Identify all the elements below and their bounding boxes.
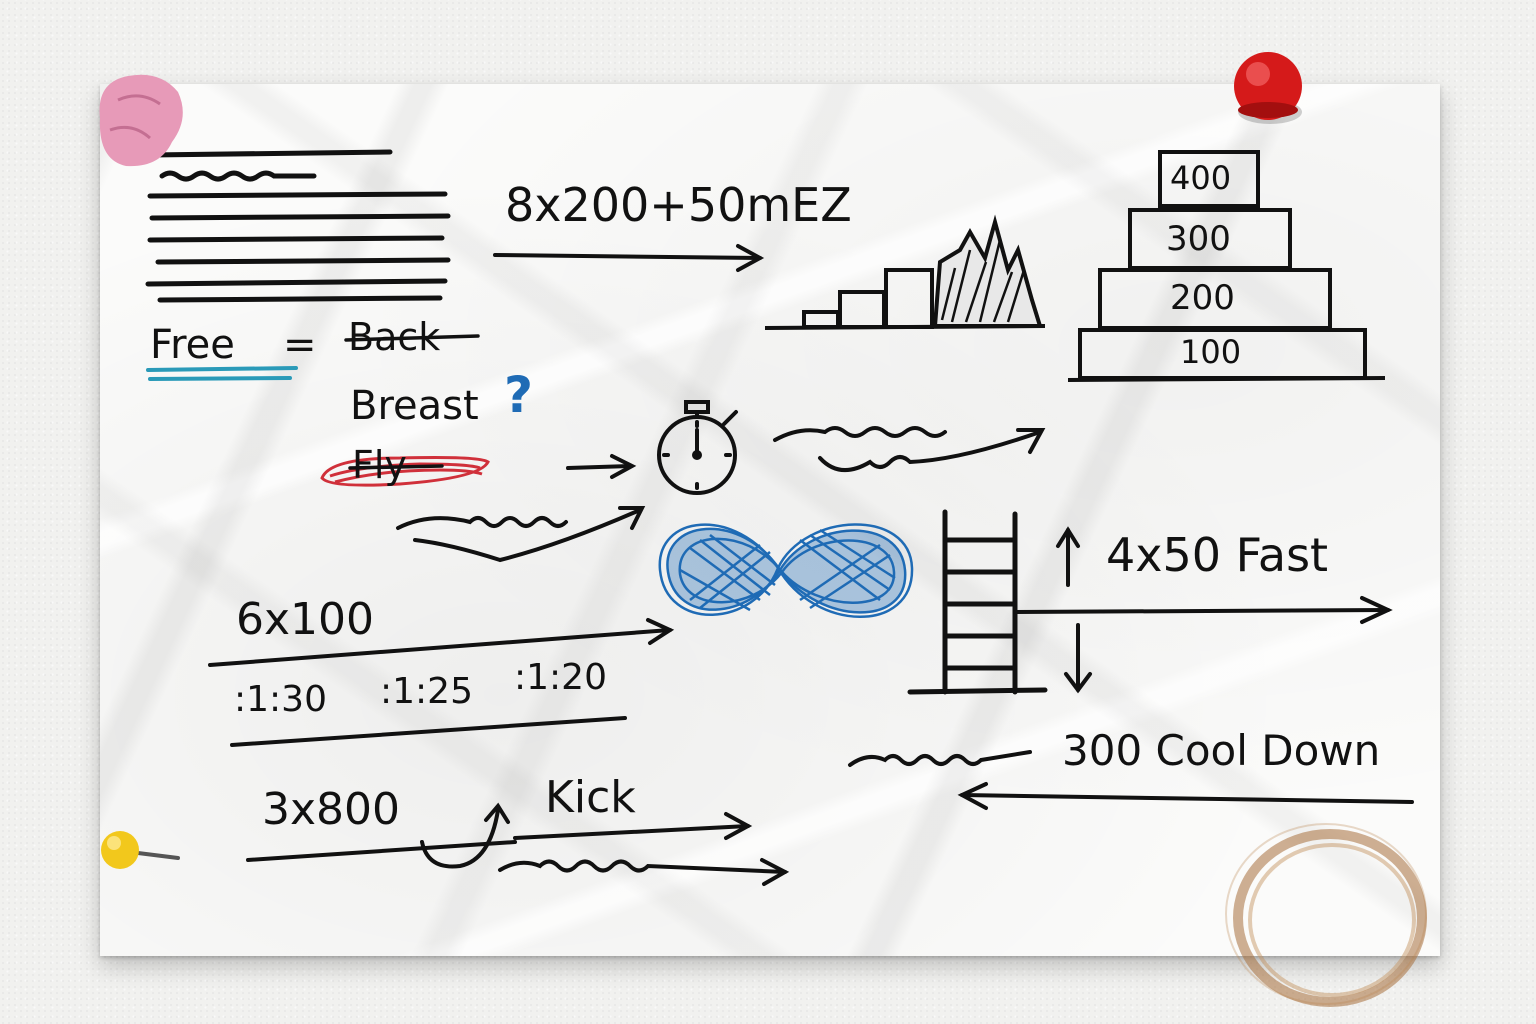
cool-down-lines: [848, 750, 1414, 810]
wavy-arrow-left: [396, 506, 646, 563]
infinity-scribble-icon: [658, 523, 914, 618]
bar-steps-icon: [764, 214, 1046, 330]
ladder-icon: [907, 509, 1048, 695]
up-down-arrows-icon: [1013, 526, 1393, 694]
kick-reps-label: 3x800: [262, 784, 401, 835]
crumpled-paper-note: [100, 84, 1440, 956]
arrow-right-icon: [493, 244, 765, 272]
stroke-back: Back: [348, 315, 441, 359]
kick-label: Kick: [545, 772, 636, 823]
stroke-breast: Breast: [350, 383, 479, 429]
fly-red-scribble: [320, 456, 490, 487]
stroke-free: Free: [150, 322, 235, 368]
pushpin-icon: [1234, 52, 1302, 124]
strike-lines: [344, 334, 480, 470]
pyramid-level-200: 200: [1170, 278, 1235, 318]
scribbled-text-lines: [145, 149, 451, 303]
pyramid-diagram: [1067, 150, 1386, 382]
equals-sign: =: [283, 322, 317, 368]
arrow-to-stopwatch: [566, 454, 637, 479]
interval-1-25: :1:25: [380, 671, 473, 712]
main-set-label: 8x200+50mEZ: [505, 178, 852, 232]
set-6x100: 6x100: [236, 594, 375, 645]
fast-set-label: 4x50 Fast: [1106, 528, 1329, 582]
pink-gum-blob: [99, 74, 183, 167]
set-6x100-lines: [208, 618, 675, 747]
pyramid-level-100: 100: [1180, 333, 1242, 371]
cool-down-label: 300 Cool Down: [1062, 726, 1381, 775]
wavy-arrow-icon: [773, 426, 1046, 472]
pyramid-level-300: 300: [1166, 219, 1231, 259]
interval-1-30: :1:30: [234, 679, 327, 720]
stopwatch-icon: [657, 400, 738, 495]
interval-1-20: :1:20: [514, 657, 607, 698]
coffee-stain: [1225, 823, 1427, 1007]
yellow-pushpin-icon: [101, 831, 180, 869]
stroke-fly: Fly: [352, 443, 407, 487]
pyramid-level-400: 400: [1170, 159, 1232, 197]
free-underline: [146, 366, 298, 381]
kick-arrows: [246, 802, 790, 886]
question-mark: ?: [504, 366, 534, 424]
